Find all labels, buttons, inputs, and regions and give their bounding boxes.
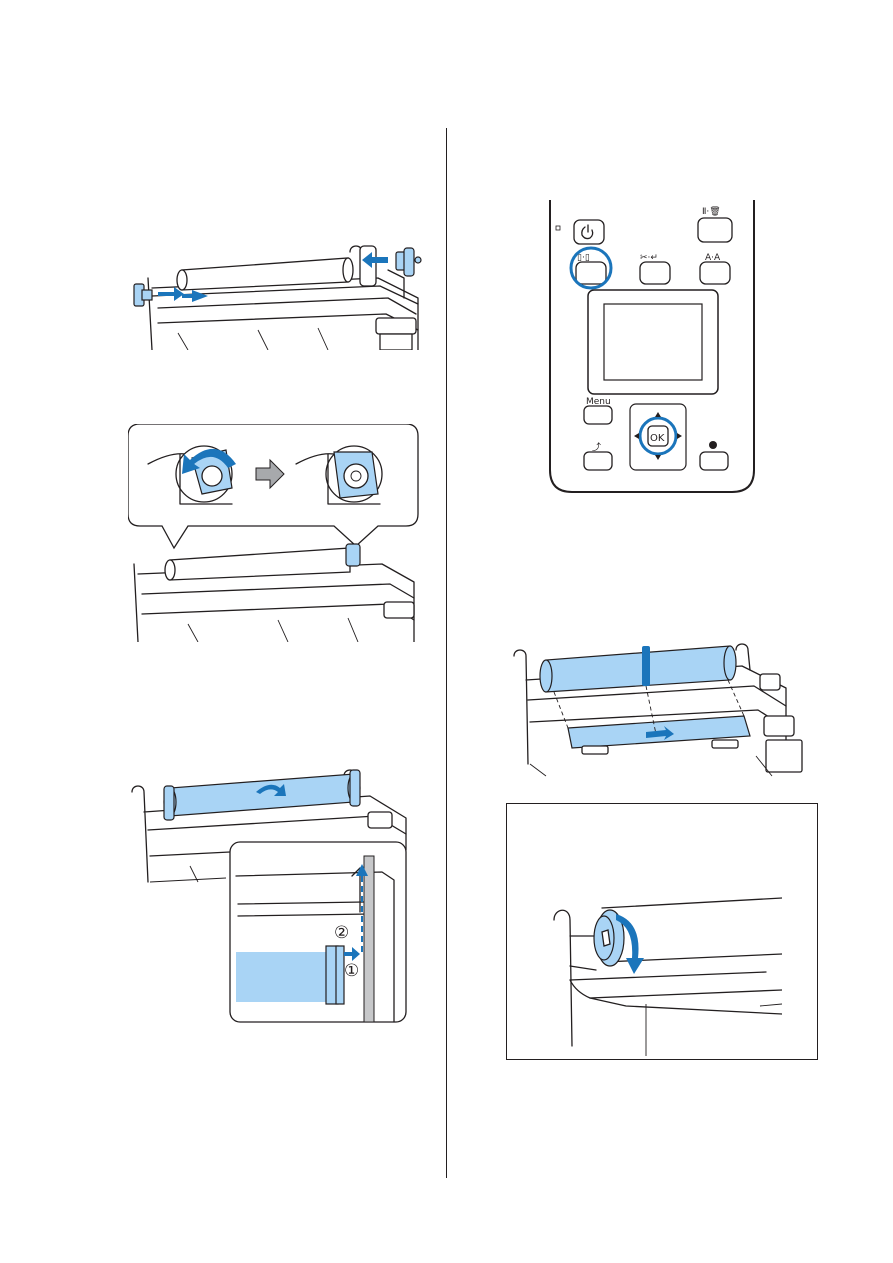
back-icon: ⤴ (592, 441, 601, 453)
back-button[interactable]: ⤴ (584, 441, 612, 470)
column-divider (446, 128, 447, 1178)
adjust-button[interactable]: A·A (700, 253, 730, 284)
pause-cancel-icon: Ⅱ·🗑 (702, 206, 721, 217)
ok-button[interactable]: OK (634, 412, 682, 460)
feed-paper-illustration (506, 636, 812, 778)
ok-label: OK (650, 433, 665, 444)
lock-adapter-illustration (128, 424, 432, 642)
attach-adapters-illustration (118, 238, 438, 350)
power-button[interactable] (574, 220, 604, 244)
step-1-label: ① (344, 961, 359, 981)
lcd-screen (588, 290, 718, 394)
control-panel-illustration: ▯·▯ ✂·↵ Ⅱ·🗑 A·A Menu ⤴ OK (546, 200, 758, 496)
step-2-label: ② (334, 923, 349, 943)
pause-cancel-button[interactable]: Ⅱ·🗑 (698, 206, 732, 242)
roll-paper-icon (164, 770, 360, 820)
load-roll-illustration: ① ② (130, 766, 434, 1024)
cut-feed-button[interactable]: ✂·↵ (640, 253, 670, 284)
blue-roll-icon (540, 646, 736, 692)
help-button[interactable] (700, 441, 728, 470)
right-adapter-icon (396, 248, 421, 276)
paper-source-button[interactable]: ▯·▯ (571, 248, 611, 288)
menu-button[interactable]: Menu (584, 397, 612, 424)
rotate-flange-illustration (546, 896, 782, 1056)
